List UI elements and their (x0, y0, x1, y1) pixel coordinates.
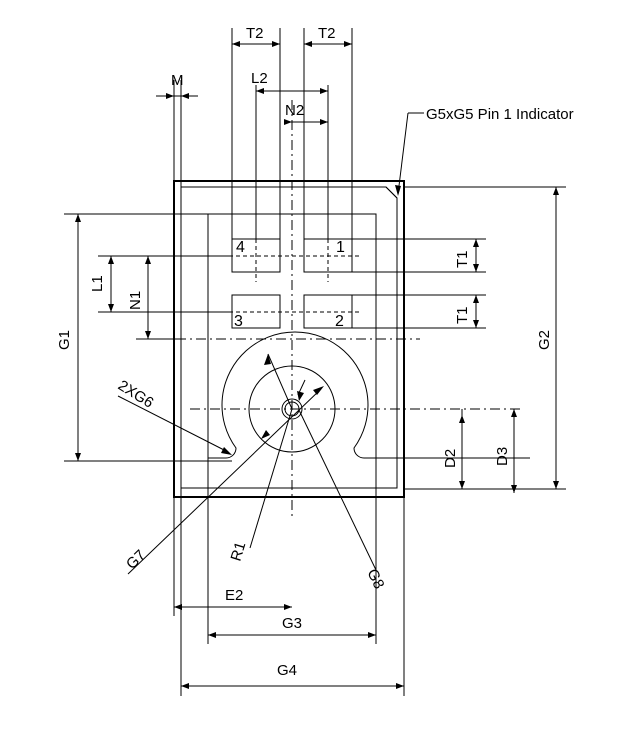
label-g6: 2XG6 (115, 377, 157, 412)
label-d3: D3 (494, 447, 511, 466)
label-t1-top: T1 (454, 250, 471, 268)
left-dimensions: G1 L1 N1 (56, 213, 232, 462)
label-e2: E2 (225, 587, 243, 604)
label-t2-right: T2 (318, 25, 336, 42)
radial-leaders: 2XG6 G7 R1 G8 (115, 353, 387, 592)
label-t1-bottom: T1 (454, 306, 471, 324)
pad-label-1: 1 (336, 239, 345, 256)
label-l1: L1 (89, 275, 106, 292)
pin1-chamfer (385, 186, 398, 199)
label-g3: G3 (282, 615, 302, 632)
pad-label-4: 4 (236, 239, 245, 256)
label-indicator: G5xG5 Pin 1 Indicator (426, 106, 574, 123)
label-n1: N1 (127, 291, 144, 310)
pad-label-2: 2 (335, 313, 344, 330)
label-t2-left: T2 (246, 25, 264, 42)
label-g1: G1 (56, 330, 73, 350)
label-g2: G2 (536, 330, 553, 350)
right-dimensions: T1 T1 G2 D2 D3 (352, 186, 566, 493)
center-lines (176, 100, 524, 520)
label-d2: D2 (442, 449, 459, 468)
pad-area-outline (207, 213, 377, 459)
label-g4: G4 (277, 662, 297, 679)
label-n2: N2 (285, 102, 304, 119)
thermal-circles (248, 365, 336, 453)
label-m: M (171, 72, 184, 89)
pad-label-3: 3 (234, 313, 243, 330)
label-r1: R1 (228, 540, 250, 563)
pin1-indicator-callout: G5xG5 Pin 1 Indicator (395, 106, 574, 196)
top-dimensions: T2 T2 L2 N2 M (156, 25, 353, 239)
label-g7: G7 (123, 547, 149, 573)
label-l2: L2 (251, 70, 268, 87)
label-g8: G8 (363, 566, 387, 591)
bottom-dimensions: E2 G3 G4 (173, 458, 405, 696)
